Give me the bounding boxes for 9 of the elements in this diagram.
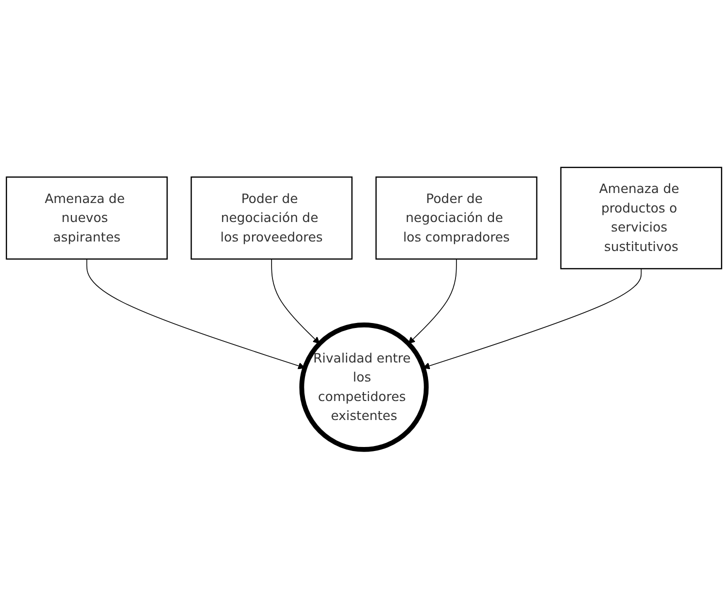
- arrow: [271, 258, 320, 344]
- node-box: Poder de negociación de los compradores: [375, 176, 538, 260]
- arrow: [422, 268, 642, 369]
- node-box: Amenaza de nuevos aspirantes: [6, 176, 168, 260]
- node-box: Amenaza de productos o servicios sustitutivos: [560, 166, 722, 269]
- node-box: Poder de negociación de los proveedores: [190, 176, 353, 260]
- node-circle: Rivalidad entre los competidores existentes: [299, 322, 429, 452]
- arrow: [86, 258, 306, 369]
- arrow: [408, 258, 457, 344]
